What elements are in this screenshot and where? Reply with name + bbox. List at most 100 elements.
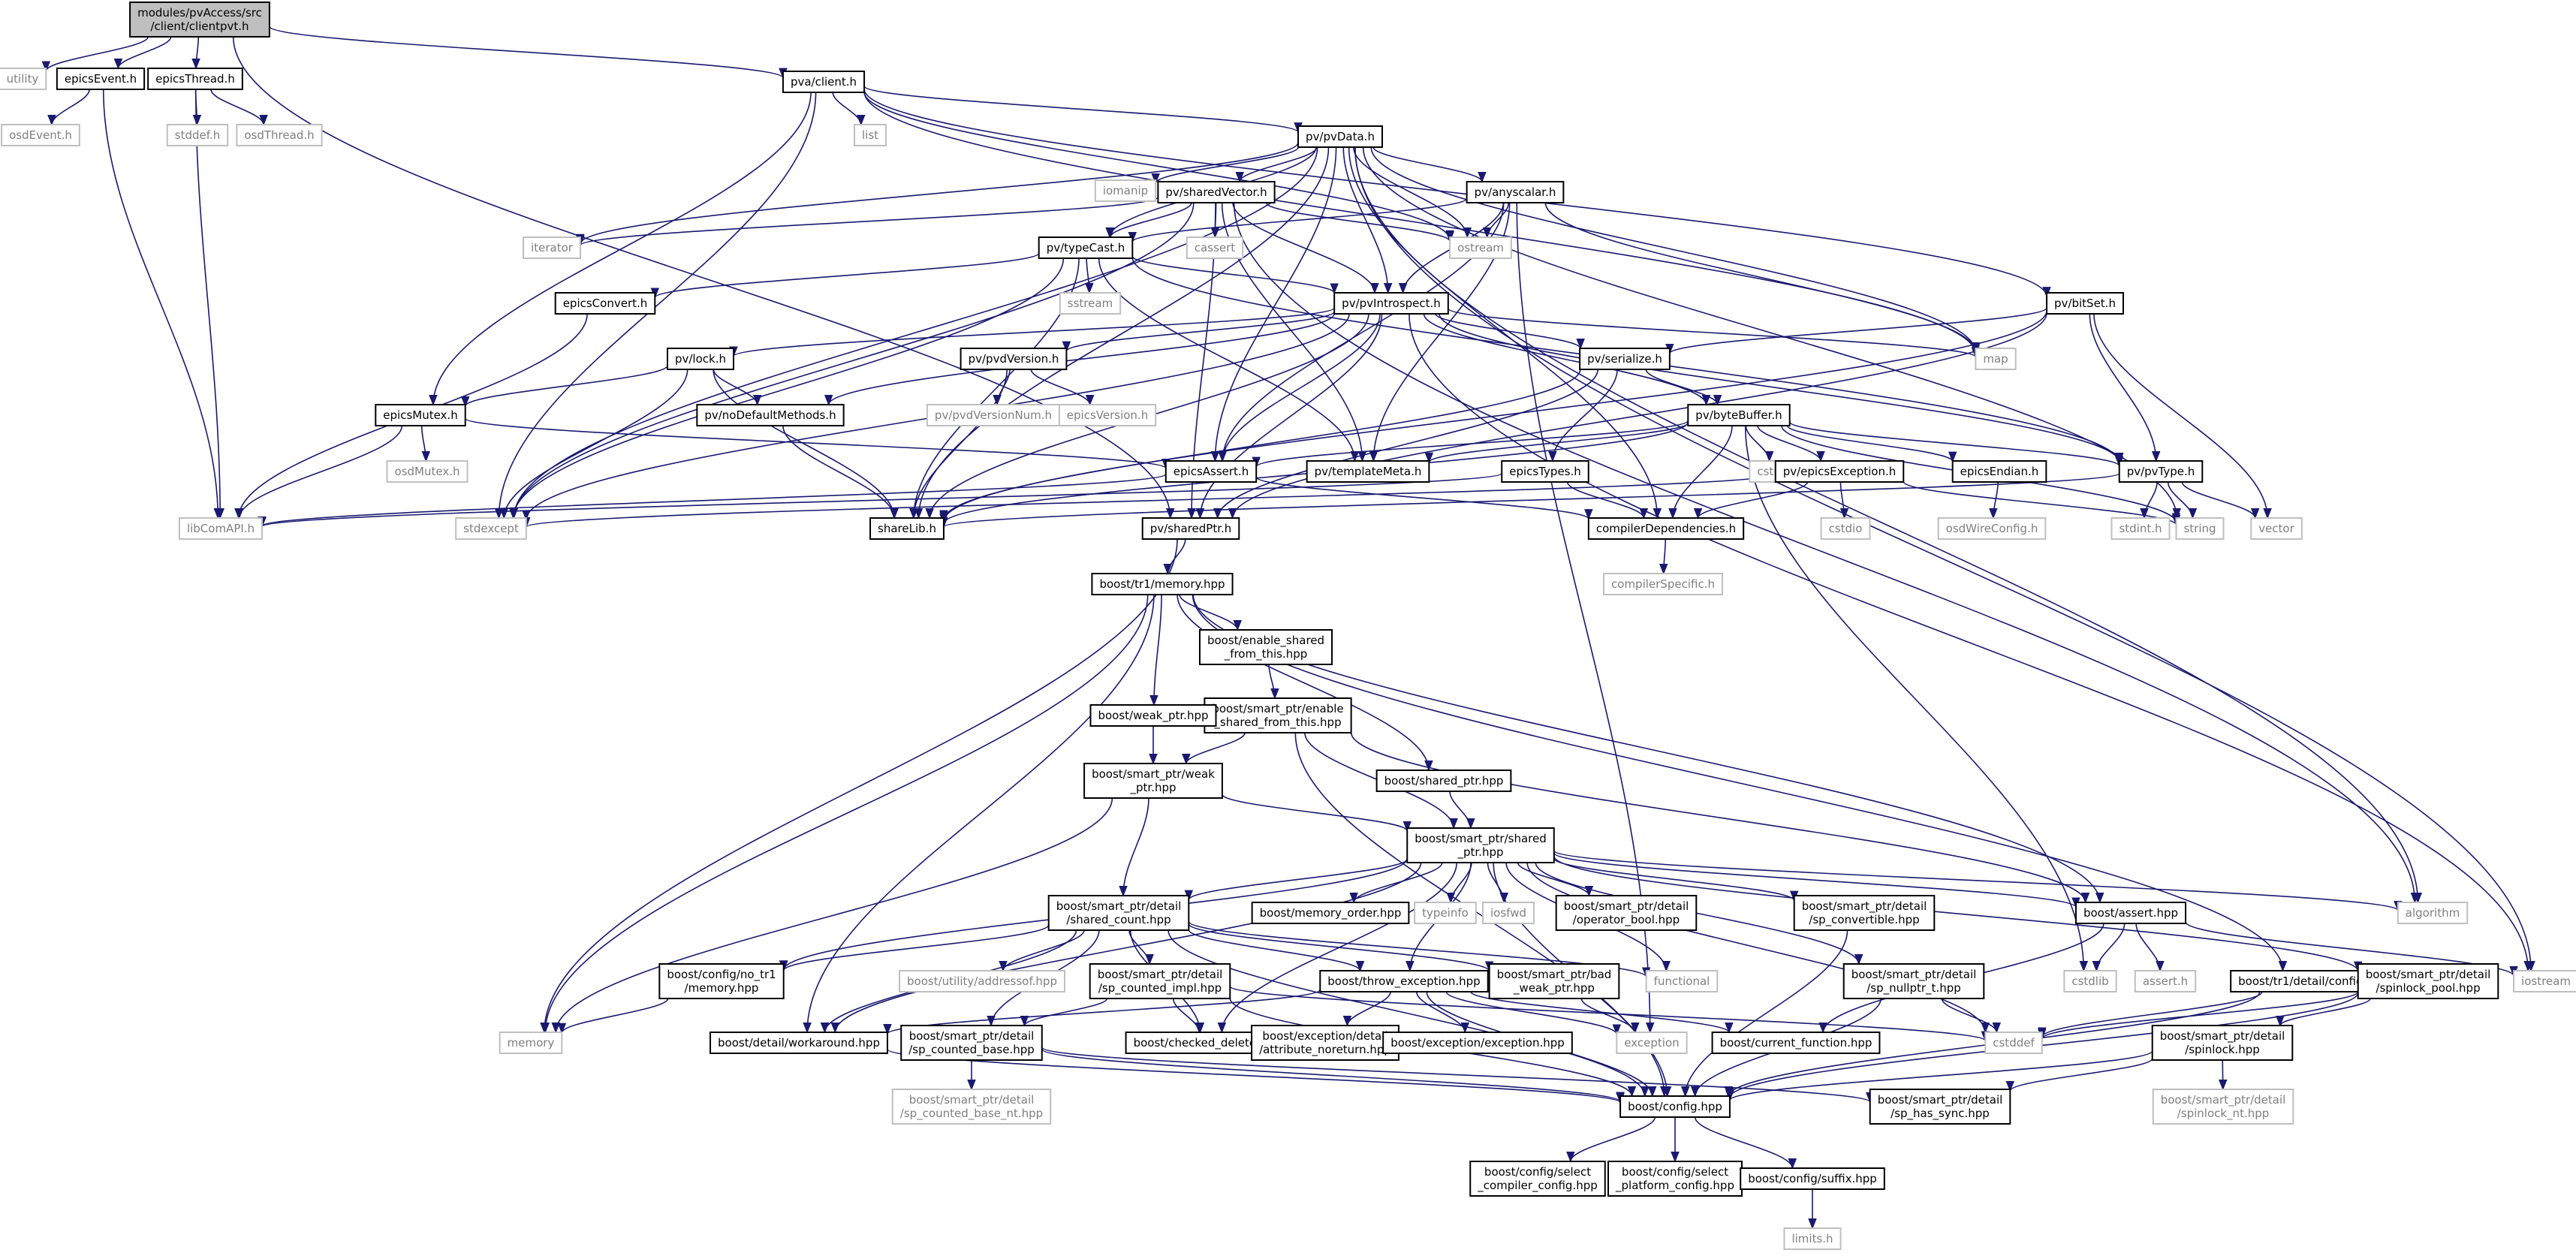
node-label: boost/tr1/memory.hpp [1099,577,1225,591]
node-memoryOrder[interactable]: boost/memory_order.hpp [1251,902,1410,924]
node-label: boost/smart_ptr/detail [1878,1093,2003,1107]
edge-pvaClient-to-ostream [863,92,1454,242]
node-box [0,68,47,90]
node-spinlock[interactable]: boost/smart_ptr/detail/spinlock.hpp [2151,1025,2294,1061]
node-label: boost/tr1/detail/config.hpp [2238,974,2388,988]
edge-pvData-to-iterator [576,142,1299,245]
edge-epicsThread-to-osdThread [210,89,268,126]
edge-spSharedPtr-to-boostAssert [1553,852,2080,908]
node-noDefault[interactable]: pv/noDefaultMethods.h [696,404,845,426]
node-label: string [2183,522,2216,535]
node-weakPtr[interactable]: boost/weak_ptr.hpp [1089,704,1217,727]
node-spConvertible[interactable]: boost/smart_ptr/detail/sp_convertible.hp… [1793,895,1936,931]
node-epicsMutex[interactable]: epicsMutex.h [375,404,466,426]
node-pvType[interactable]: pv/pvType.h [2118,460,2204,483]
node-box [1157,181,1276,203]
node-box [1793,895,1936,931]
node-box [56,68,146,90]
node-label: _shared_from_this.hpp [1213,715,1341,730]
node-shareLib[interactable]: shareLib.h [869,517,945,540]
node-anyscalar[interactable]: pv/anyscalar.h [1466,181,1565,203]
node-label: pv/epicsException.h [1783,465,1897,478]
node-byteBuffer[interactable]: pv/byteBuffer.h [1687,404,1791,426]
node-label: map [1983,352,2008,366]
node-currentFunction[interactable]: boost/current_function.hpp [1711,1032,1881,1054]
node-epicsEndian[interactable]: epicsEndian.h [1951,460,2047,483]
node-enableShared[interactable]: boost/enable_shared_from_this.hpp [1198,629,1333,665]
node-label: boost/smart_ptr/detail [1851,968,1977,982]
node-label: boost/utility/addressof.hpp [907,974,1057,988]
node-box [1251,902,1410,924]
node-spHasSync[interactable]: boost/smart_ptr/detail/sp_has_sync.hpp [1869,1089,2011,1125]
node-tr1memory[interactable]: boost/tr1/memory.hpp [1091,573,1234,595]
node-epicsEvent[interactable]: epicsEvent.h [56,68,146,90]
node-label: epicsConvert.h [563,297,648,310]
node-noTr1Memory[interactable]: boost/config/no_tr1/memory.hpp [658,963,785,999]
node-pvdVersion[interactable]: pv/pvdVersion.h [960,348,1068,370]
node-pvIntrospect[interactable]: pv/pvIntrospect.h [1333,292,1449,315]
edge-sharedCount-to-throwException [1188,929,1365,972]
node-workaround[interactable]: boost/detail/workaround.hpp [710,1032,888,1054]
node-lock[interactable]: pv/lock.h [666,348,735,370]
node-label: libComAPI.h [187,522,255,535]
edge-pvData-to-sharedVector [1235,146,1318,183]
node-boostConfig[interactable]: boost/config.hpp [1619,1095,1731,1118]
node-box [891,1089,1052,1125]
node-box [1975,348,2017,370]
node-sharedVector[interactable]: pv/sharedVector.h [1157,181,1276,203]
node-label: boost/exception/detail [1262,1029,1387,1043]
edge-spWeakPtr-to-sharedCount [1119,797,1149,897]
edge-pvData-to-iomanip [1151,146,1300,185]
node-attrNoreturn[interactable]: boost/exception/detail/attribute_noretur… [1251,1025,1399,1061]
node-compilerDep[interactable]: compilerDependencies.h [1587,517,1745,540]
node-spinlockPool[interactable]: boost/smart_ptr/detail/spinlock_pool.hpp [2357,963,2499,999]
node-suffix[interactable]: boost/config/suffix.hpp [1740,1167,1885,1190]
edge-epicsException-to-compilerDep [1693,481,1809,520]
node-label: boost/throw_exception.hpp [1327,974,1480,989]
node-spCountedImpl[interactable]: boost/smart_ptr/detail/sp_counted_impl.h… [1089,963,1231,999]
edge-spCountedImpl-to-cstddef [1229,986,1990,1042]
node-spEnableShared[interactable]: boost/smart_ptr/enable_shared_from_this.… [1204,697,1352,733]
node-templateMeta[interactable]: pv/templateMeta.h [1306,460,1430,483]
node-stdint: stdint.h [2111,517,2171,540]
edge-byteBuffer-to-epicsEndian [1786,425,1957,462]
node-compilerSpecific: compilerSpecific.h [1603,573,1723,595]
node-label: boost/smart_ptr/detail [909,1093,1035,1107]
node-epicsTypes[interactable]: epicsTypes.h [1501,460,1589,483]
node-badWeakPtr[interactable]: boost/smart_ptr/bad_weak_ptr.hpp [1488,963,1620,999]
node-spWeakPtr[interactable]: boost/smart_ptr/weak_ptr.hpp [1083,763,1223,799]
node-sharedPtr[interactable]: pv/sharedPtr.h [1141,517,1240,540]
node-pvData[interactable]: pv/pvData.h [1297,125,1383,148]
node-list: list [853,124,887,146]
node-box [1094,179,1157,202]
node-epicsThread[interactable]: epicsThread.h [147,68,243,90]
node-sharedCount[interactable]: boost/smart_ptr/detail/shared_count.hpp [1047,895,1190,931]
node-selectPlatform[interactable]: boost/config/select_platform_config.hpp [1607,1161,1743,1197]
node-selectCompiler[interactable]: boost/config/select_compiler_config.hpp [1469,1161,1606,1197]
edge-tr1memory-to-sharedPtrHpp [1177,594,1433,772]
node-epicsException[interactable]: pv/epicsException.h [1774,460,1905,483]
node-spSharedPtr[interactable]: boost/smart_ptr/shared_ptr.hpp [1406,827,1555,863]
node-pvaClient[interactable]: pva/client.h [782,71,866,93]
node-typeCast[interactable]: pv/typeCast.h [1038,236,1134,259]
node-spNullptr[interactable]: boost/smart_ptr/detail/sp_nullptr_t.hpp [1842,963,1985,999]
node-serialize[interactable]: pv/serialize.h [1579,348,1671,370]
node-sharedPtrHpp[interactable]: boost/shared_ptr.hpp [1375,770,1512,792]
node-box [1141,517,1240,540]
node-operatorBool[interactable]: boost/smart_ptr/detail/operator_bool.hpp [1555,895,1698,931]
node-boostAssert[interactable]: boost/assert.hpp [2074,902,2187,924]
edge-spSharedPtr-to-memoryOrder [1349,862,1443,904]
node-cstddef: cstddef [1984,1032,2043,1054]
node-spCountedBase[interactable]: boost/smart_ptr/detail/sp_counted_base.h… [900,1025,1043,1061]
node-label: iostream [2521,974,2571,988]
edge-spSharedPtr-to-typeinfo [1446,862,1472,904]
node-throwException[interactable]: boost/throw_exception.hpp [1319,970,1489,992]
node-bitSet[interactable]: pv/bitSet.h [2046,292,2124,315]
edge-spinlockPool-to-spinlock [2276,998,2371,1027]
node-epicsAssert[interactable]: epicsAssert.h [1164,460,1258,483]
node-box [2118,460,2204,483]
edge-spSharedPtr-to-workaround [830,862,1422,1034]
node-exceptionHpp[interactable]: boost/exception/exception.hpp [1382,1032,1573,1054]
edge-typeCast-to-epicsConvert [650,252,1040,299]
node-epicsConvert[interactable]: epicsConvert.h [554,292,656,315]
